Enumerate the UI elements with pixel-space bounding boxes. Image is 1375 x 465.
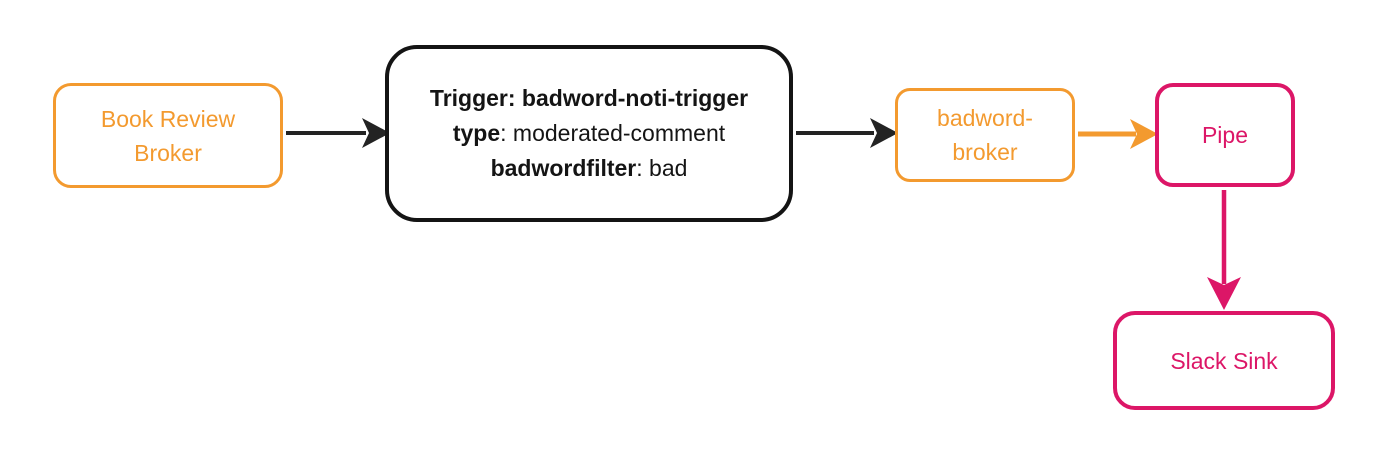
edge-badword-broker-to-pipe	[1078, 119, 1158, 149]
node-label-line: badword-	[937, 105, 1033, 131]
arrowhead-icon	[1130, 119, 1158, 149]
edge-book-review-broker-to-trigger	[286, 118, 390, 148]
trigger-filter-line: badwordfilter: bad	[490, 155, 688, 181]
node-pipe: Pipe	[1155, 83, 1295, 187]
edge-trigger-to-badword-broker	[796, 118, 898, 148]
node-label: Pipe	[1201, 122, 1249, 148]
node-book-review-broker: Book Review Broker	[53, 83, 283, 188]
trigger-name-line: Trigger: badword-noti-trigger	[429, 85, 749, 111]
arrowhead-icon	[870, 118, 898, 148]
node-slack-sink: Slack Sink	[1113, 311, 1335, 410]
edge-pipe-to-slack-sink	[1207, 190, 1241, 310]
node-label: Slack Sink	[1170, 347, 1278, 374]
arrowhead-icon	[1207, 277, 1241, 310]
node-trigger-details: Trigger: badword-noti-trigger type: mode…	[385, 45, 793, 222]
node-label-line: Broker	[134, 139, 202, 166]
node-badword-broker: badword- broker	[895, 88, 1075, 182]
node-label-line: Book Review	[100, 105, 236, 132]
trigger-type-line: type: moderated-comment	[452, 120, 726, 146]
node-label-line: broker	[952, 139, 1018, 165]
